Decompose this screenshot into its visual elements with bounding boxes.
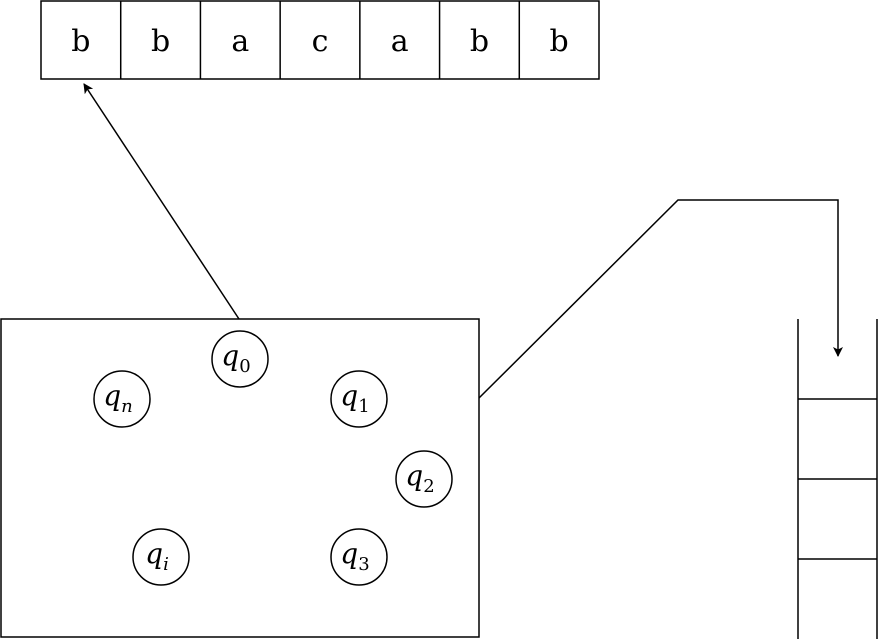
state-circle — [330, 370, 388, 428]
state-q1: q1 — [330, 370, 388, 428]
control-box — [0, 318, 480, 638]
tape-cell-symbol: b — [71, 24, 90, 59]
finite-control: q0 q1 q2 q3 qn qi — [0, 318, 480, 638]
state-label: qi — [145, 537, 169, 575]
tape-cell-symbol: b — [151, 24, 170, 59]
state-circle — [395, 450, 453, 508]
read-head-arrow — [83, 83, 240, 320]
state-circle — [330, 528, 388, 586]
state-qn: qn — [93, 370, 151, 428]
state-circle — [93, 370, 151, 428]
state-q0: q0 — [211, 330, 269, 388]
stack-connector-arrow — [478, 199, 843, 399]
state-set: q0 q1 q2 q3 qn qi — [93, 330, 453, 586]
tape-cell-symbol: a — [231, 24, 249, 59]
stack — [797, 319, 878, 639]
state-circle — [132, 528, 190, 586]
tape-cell-symbol: a — [391, 24, 409, 59]
state-label: q1 — [340, 379, 369, 417]
state-label: q2 — [405, 459, 434, 497]
tape-border — [40, 0, 600, 80]
state-q2: q2 — [395, 450, 453, 508]
state-label: q3 — [340, 537, 369, 575]
tape-cell-symbol: b — [470, 24, 489, 59]
tape-cell-symbol: c — [312, 24, 329, 59]
state-q3: q3 — [330, 528, 388, 586]
state-circle — [211, 330, 269, 388]
state-label: q0 — [221, 339, 250, 377]
stack-dividers — [798, 398, 877, 560]
state-label: qn — [103, 379, 133, 417]
state-qi: qi — [132, 528, 190, 586]
tape-cell-symbol: b — [550, 24, 569, 59]
